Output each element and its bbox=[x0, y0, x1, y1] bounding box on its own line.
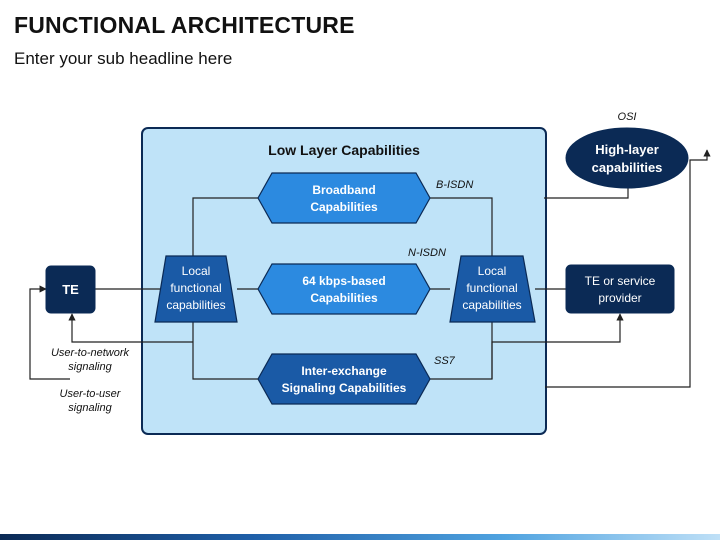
te-node: TE bbox=[45, 265, 96, 314]
signaling-lines bbox=[29, 149, 711, 388]
local-functional-left: Local functional capabilities bbox=[154, 255, 238, 323]
ss7-label: SS7 bbox=[434, 355, 456, 367]
high-layer-capabilities-node: High-layer capabilities bbox=[565, 127, 689, 189]
broadband-line-2: Capabilities bbox=[310, 200, 378, 214]
kbps-capabilities-node: 64 kbps-based Capabilities bbox=[257, 263, 431, 315]
te-service-line-1: TE or service bbox=[585, 274, 656, 288]
local-left-line-2: functional bbox=[170, 281, 221, 295]
broadband-line-1: Broadband bbox=[312, 183, 375, 197]
local-left-line-3: capabilities bbox=[166, 298, 225, 312]
user-user-label-2: signaling bbox=[68, 402, 112, 414]
page-subtitle: Enter your sub headline here bbox=[14, 49, 233, 68]
local-functional-right: Local functional capabilities bbox=[449, 255, 536, 323]
high-layer-line-2: capabilities bbox=[592, 160, 663, 175]
bottom-accent-bar bbox=[0, 534, 720, 540]
local-right-line-1: Local bbox=[478, 264, 507, 278]
kbps-line-1: 64 kbps-based bbox=[302, 274, 385, 288]
te-service-line-2: provider bbox=[598, 291, 641, 305]
interexchange-signaling-node: Inter-exchange Signaling Capabilities bbox=[257, 353, 431, 405]
te-service-provider-node: TE or service provider bbox=[565, 264, 675, 314]
user-user-label-1: User-to-user bbox=[60, 388, 122, 400]
user-network-label-1: User-to-network bbox=[51, 347, 130, 359]
kbps-line-2: Capabilities bbox=[310, 291, 378, 305]
osi-label: OSI bbox=[618, 111, 637, 123]
broadband-capabilities-node: Broadband Capabilities bbox=[257, 172, 431, 224]
page-title: FUNCTIONAL ARCHITECTURE bbox=[14, 12, 355, 38]
local-left-line-1: Local bbox=[182, 264, 211, 278]
n-isdn-label: N-ISDN bbox=[408, 247, 446, 259]
panel-title: Low Layer Capabilities bbox=[268, 142, 420, 158]
user-network-label-2: signaling bbox=[68, 361, 112, 373]
interexchange-line-1: Inter-exchange bbox=[301, 364, 387, 378]
interexchange-line-2: Signaling Capabilities bbox=[282, 381, 407, 395]
local-right-line-3: capabilities bbox=[462, 298, 521, 312]
te-label: TE bbox=[62, 282, 79, 297]
high-layer-line-1: High-layer bbox=[595, 142, 659, 157]
b-isdn-label: B-ISDN bbox=[436, 179, 473, 191]
connector-lines bbox=[95, 188, 629, 380]
annotation-labels: OSI B-ISDN N-ISDN SS7 User-to-network si… bbox=[51, 111, 637, 414]
local-right-line-2: functional bbox=[466, 281, 517, 295]
